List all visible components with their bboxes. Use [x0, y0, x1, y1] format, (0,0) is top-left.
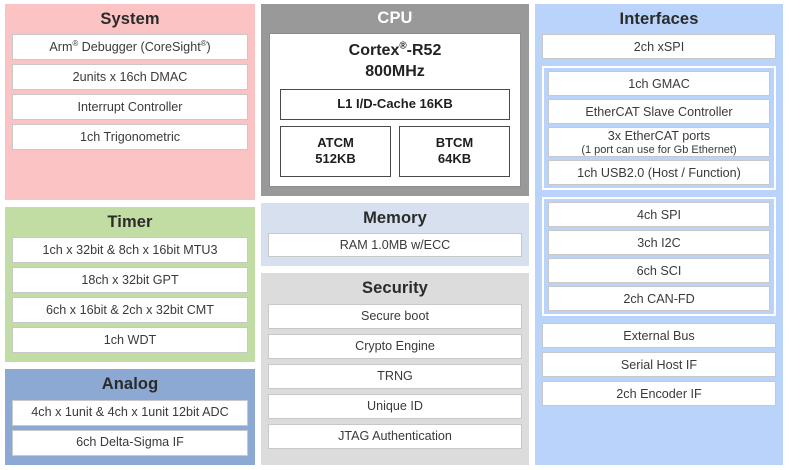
middle-column: CPU Cortex®-R52 800MHz L1 I/D-Cache 16KB… — [261, 4, 529, 465]
block-security: Security Secure boot Crypto Engine TRNG … — [261, 273, 529, 465]
item-dmac: 2units x 16ch DMAC — [12, 64, 248, 91]
item-mtu3: 1ch x 32bit & 8ch x 16bit MTU3 — [12, 236, 248, 263]
item-delta-sigma-if: 6ch Delta-Sigma IF — [12, 429, 248, 456]
item-usb20: 1ch USB2.0 (Host / Function) — [548, 160, 770, 186]
item-sublabel: (1 port can use for Gb Ethernet) — [581, 143, 737, 156]
interface-group-network: 1ch GMAC EtherCAT Slave Controller 3x Et… — [542, 66, 776, 191]
item-cmt: 6ch x 16bit & 2ch x 32bit CMT — [12, 296, 248, 323]
registered-icon: ® — [200, 39, 207, 48]
right-column: Interfaces 2ch xSPI 1ch GMAC EtherCAT Sl… — [535, 4, 783, 465]
item-external-bus: External Bus — [542, 323, 776, 349]
cpu-tcm-row: ATCM 512KB BTCM 64KB — [280, 126, 510, 177]
item-serial-host-if: Serial Host IF — [542, 352, 776, 378]
item-sci: 6ch SCI — [548, 258, 770, 284]
item-xspi: 2ch xSPI — [542, 34, 776, 60]
item-adc: 4ch x 1unit & 4ch x 1unit 12bit ADC — [12, 399, 248, 426]
registered-icon: ® — [399, 41, 407, 53]
item-encoder-if: 2ch Encoder IF — [542, 381, 776, 407]
item-ethercat-ports: 3x EtherCAT ports (1 port can use for Gb… — [548, 127, 770, 158]
item-label: Arm® Debugger (CoreSight®) — [49, 39, 211, 55]
block-timer: Timer 1ch x 32bit & 8ch x 16bit MTU3 18c… — [5, 206, 255, 363]
item-spi: 4ch SPI — [548, 202, 770, 228]
block-analog: Analog 4ch x 1unit & 4ch x 1unit 12bit A… — [5, 369, 255, 465]
block-title-system: System — [100, 10, 160, 28]
item-crypto-engine: Crypto Engine — [268, 333, 522, 359]
item-gmac: 1ch GMAC — [548, 71, 770, 97]
registered-icon: ® — [72, 39, 79, 48]
item-wdt: 1ch WDT — [12, 326, 248, 353]
block-title-cpu: CPU — [377, 9, 413, 27]
item-interrupt-controller: Interrupt Controller — [12, 94, 248, 121]
item-trigonometric: 1ch Trigonometric — [12, 124, 248, 151]
interface-group-serial: 4ch SPI 3ch I2C 6ch SCI 2ch CAN-FD — [542, 197, 776, 317]
block-interfaces: Interfaces 2ch xSPI 1ch GMAC EtherCAT Sl… — [535, 4, 783, 465]
cpu-inner-panel: Cortex®-R52 800MHz L1 I/D-Cache 16KB ATC… — [269, 33, 521, 187]
item-ethercat-slave-controller: EtherCAT Slave Controller — [548, 99, 770, 125]
item-trng: TRNG — [268, 363, 522, 389]
cpu-btcm-label: BTCM — [435, 135, 474, 151]
block-cpu: CPU Cortex®-R52 800MHz L1 I/D-Cache 16KB… — [261, 4, 529, 196]
block-memory: Memory RAM 1.0MB w/ECC — [261, 202, 529, 267]
cpu-btcm-size: 64KB — [437, 151, 472, 167]
cpu-core-model: Cortex®-R52 — [348, 41, 442, 60]
item-secure-boot: Secure boot — [268, 303, 522, 329]
cpu-l1-cache: L1 I/D-Cache 16KB — [280, 89, 510, 121]
left-column: System Arm® Debugger (CoreSight®) 2units… — [5, 4, 255, 465]
cpu-atcm-size: 512KB — [315, 151, 356, 167]
item-jtag-authentication: JTAG Authentication — [268, 423, 522, 449]
block-title-memory: Memory — [363, 208, 427, 227]
block-system: System Arm® Debugger (CoreSight®) 2units… — [5, 4, 255, 200]
cpu-core-name: Cortex®-R52 800MHz — [280, 41, 510, 89]
item-unique-id: Unique ID — [268, 393, 522, 419]
block-title-analog: Analog — [101, 375, 159, 394]
cpu-core-frequency: 800MHz — [365, 63, 425, 81]
item-can-fd: 2ch CAN-FD — [548, 286, 770, 312]
item-label: 3x EtherCAT ports — [607, 129, 711, 144]
block-title-interfaces: Interfaces — [619, 10, 699, 28]
cpu-atcm-label: ATCM — [317, 135, 354, 151]
block-title-security: Security — [362, 279, 428, 298]
item-i2c: 3ch I2C — [548, 230, 770, 256]
item-arm-debugger: Arm® Debugger (CoreSight®) — [12, 34, 248, 61]
item-ram: RAM 1.0MB w/ECC — [268, 233, 522, 258]
block-title-timer: Timer — [107, 212, 153, 231]
cpu-atcm: ATCM 512KB — [280, 126, 391, 177]
cpu-btcm: BTCM 64KB — [399, 126, 510, 177]
item-gpt: 18ch x 32bit GPT — [12, 266, 248, 293]
